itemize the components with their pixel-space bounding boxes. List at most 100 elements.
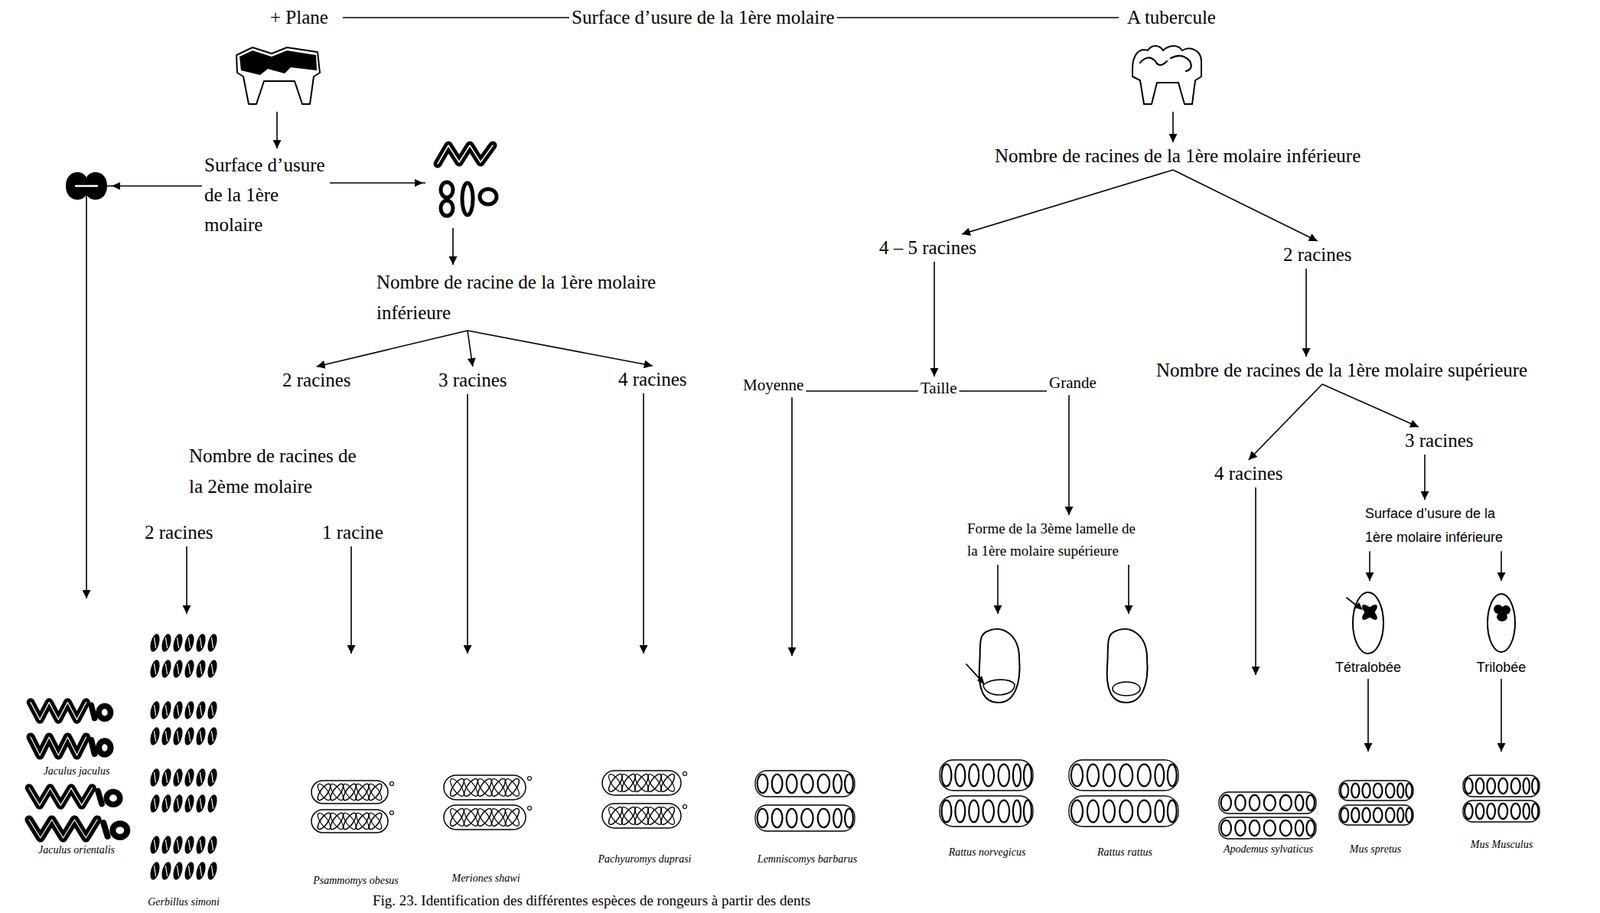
choice-label: Moyenne bbox=[742, 375, 804, 395]
tooth-drawing bbox=[658, 804, 678, 827]
tooth-drawing bbox=[489, 806, 509, 828]
tooth-drawing bbox=[941, 800, 952, 823]
tooth-drawing bbox=[1397, 783, 1404, 799]
lobe-drawing bbox=[1359, 602, 1379, 622]
tooth-outline bbox=[311, 780, 388, 804]
tooth-drawing bbox=[189, 798, 191, 809]
connector bbox=[1173, 169, 1318, 242]
tooth-drawing bbox=[801, 774, 813, 793]
tooth-profile bbox=[236, 47, 320, 105]
node-label: Surface d’usure de la 1ère molaire bbox=[204, 150, 328, 240]
tooth-drawing bbox=[98, 706, 111, 720]
tooth-drawing bbox=[1071, 800, 1083, 823]
connector bbox=[466, 394, 469, 654]
tooth-drawing bbox=[1486, 778, 1496, 794]
tooth-drawing bbox=[1340, 808, 1349, 823]
tooth-drawing bbox=[211, 705, 214, 716]
tooth-drawing bbox=[211, 638, 214, 649]
tooth-drawing bbox=[205, 860, 219, 881]
tooth-drawing bbox=[211, 866, 214, 877]
tooth-drawing bbox=[171, 860, 185, 881]
tooth-drawing bbox=[1154, 764, 1164, 787]
tooth-drawing bbox=[177, 705, 180, 716]
tooth-drawing bbox=[1119, 800, 1133, 823]
node-label: Forme de la 3ème lamelle de la 1ère mola… bbox=[967, 517, 1138, 563]
tooth-drawing bbox=[1137, 764, 1151, 787]
lobe-label: Trilobée bbox=[1476, 659, 1526, 677]
tooth-drawing bbox=[154, 638, 157, 649]
tooth-drawing bbox=[159, 860, 173, 881]
tooth-drawing bbox=[154, 772, 157, 783]
species-panel: Rattus rattus bbox=[1067, 615, 1183, 860]
connector bbox=[1248, 384, 1323, 460]
tooth-outline bbox=[1463, 800, 1540, 822]
tooth-drawing bbox=[1306, 820, 1315, 836]
tooth-drawing bbox=[189, 705, 191, 716]
tooth-drawing bbox=[462, 806, 481, 828]
tooth-drawing bbox=[154, 664, 157, 675]
connector bbox=[961, 169, 1174, 235]
connector bbox=[1305, 268, 1307, 357]
tooth-drawing bbox=[205, 658, 219, 679]
tooth-drawing bbox=[1013, 764, 1021, 787]
tooth-drawing bbox=[954, 800, 965, 823]
tooth-outline bbox=[602, 803, 682, 828]
tooth-drawing bbox=[182, 860, 196, 881]
tooth-drawing bbox=[182, 700, 196, 721]
wear-surface bbox=[75, 185, 98, 188]
tooth-drawing bbox=[447, 776, 466, 799]
tooth-drawing bbox=[97, 790, 102, 804]
tooth-drawing bbox=[982, 764, 994, 787]
tooth-drawing bbox=[29, 788, 93, 806]
tooth-drawing bbox=[194, 632, 208, 653]
tooth-drawing bbox=[1137, 800, 1151, 823]
tooth-drawing bbox=[503, 806, 522, 828]
tooth-drawing bbox=[366, 782, 384, 802]
tooth-drawing bbox=[200, 638, 203, 649]
tooth-drawing bbox=[366, 811, 384, 831]
cusp-line bbox=[1140, 57, 1167, 66]
tooth-outline bbox=[1218, 791, 1317, 814]
tooth-drawing bbox=[30, 736, 87, 756]
tooth-outline bbox=[1068, 759, 1179, 791]
tooth-drawing bbox=[30, 736, 87, 756]
node-label: Grande bbox=[1049, 373, 1097, 393]
tooth-drawing bbox=[200, 798, 203, 809]
tooth-drawing bbox=[1385, 808, 1395, 823]
tooth-drawing bbox=[159, 726, 173, 747]
choice-label: 4 racines bbox=[618, 368, 688, 392]
tooth-drawing bbox=[998, 800, 1010, 823]
tooth-drawing bbox=[91, 704, 95, 718]
tooth-drawing bbox=[503, 776, 522, 799]
tooth-drawing bbox=[475, 806, 495, 828]
connector bbox=[791, 397, 793, 656]
tooth-drawing bbox=[1476, 803, 1485, 819]
tooth-drawing bbox=[148, 834, 162, 855]
tooth-drawing bbox=[154, 840, 157, 851]
tooth-drawing bbox=[166, 664, 168, 675]
tooth-drawing bbox=[1531, 778, 1539, 794]
tooth-drawing bbox=[171, 834, 185, 855]
tooth-drawing bbox=[1249, 820, 1260, 836]
tooth-drawing bbox=[833, 808, 842, 828]
species-name: Apodemus sylvaticus bbox=[1223, 843, 1314, 857]
tooth-drawing bbox=[341, 811, 359, 831]
wear-surface bbox=[437, 145, 493, 164]
tooth-drawing bbox=[1295, 795, 1304, 811]
connector bbox=[185, 546, 188, 614]
tooth-drawing bbox=[941, 764, 952, 787]
tooth-drawing bbox=[205, 726, 219, 747]
tooth-drawing bbox=[1385, 783, 1395, 799]
wear-surface bbox=[440, 200, 453, 216]
tooth-drawing bbox=[1071, 764, 1083, 787]
species-panel: Psammomys obesus bbox=[298, 655, 414, 888]
tooth-drawing bbox=[200, 840, 203, 851]
tooth-drawing bbox=[1397, 808, 1404, 823]
criterion-with-tooth: A tubercule bbox=[1120, 6, 1259, 110]
criterion-label: Surface d’usure de la 1ère molaire bbox=[204, 150, 328, 240]
tooth-drawing bbox=[1498, 803, 1508, 819]
lobe-panel: Trilobée bbox=[1463, 583, 1540, 677]
criterion-label: Taille bbox=[920, 378, 958, 398]
species-panel: Jaculus orientalis bbox=[19, 780, 134, 858]
